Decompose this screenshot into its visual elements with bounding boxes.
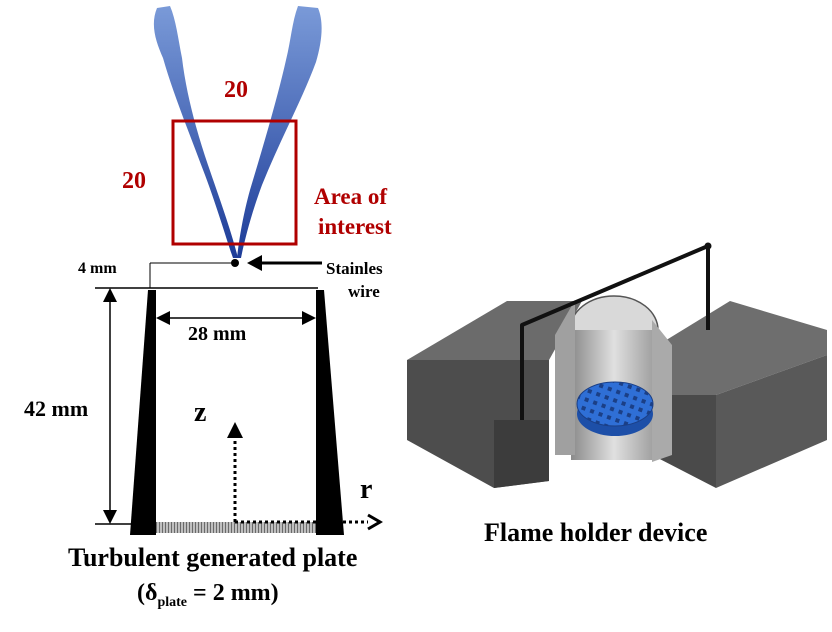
caption-subscript: plate xyxy=(157,594,188,610)
device-left-top xyxy=(407,301,582,360)
z-axis-label: z xyxy=(194,397,207,428)
flame-left-plume xyxy=(153,6,238,258)
device-right-top xyxy=(650,301,827,395)
flame-right-plume xyxy=(237,6,322,258)
wire-label-line2: wire xyxy=(348,282,380,301)
burner-caption-line2: (δplate = 2 mm) xyxy=(137,580,279,611)
width-arrow-left-head xyxy=(156,311,170,325)
width-label: 28 mm xyxy=(188,323,247,345)
r-axis-head xyxy=(367,513,383,531)
burner-left-wall xyxy=(130,290,156,535)
height-arrow-bottom-head xyxy=(103,510,117,524)
device-wire-joint xyxy=(704,242,712,250)
z-axis-head xyxy=(227,422,243,438)
gap-label: 4 mm xyxy=(78,260,117,277)
flame-dim-left: 20 xyxy=(122,168,146,194)
area-of-interest-label-line1: Area of xyxy=(314,184,388,209)
device-grid-plate xyxy=(576,381,654,427)
device-left-front-shade xyxy=(494,420,549,488)
area-of-interest-label-line2: interest xyxy=(318,214,392,239)
device-right-side xyxy=(716,355,827,488)
caption-delta: (δ xyxy=(137,580,158,606)
wire-label-line1: Stainles xyxy=(326,259,383,278)
device-caption: Flame holder device xyxy=(484,518,708,547)
height-arrow-top-head xyxy=(103,288,117,302)
burner-caption-line1: Turbulent generated plate xyxy=(68,543,358,572)
turbulent-plate xyxy=(156,522,316,533)
wire-arrow-head xyxy=(247,255,262,271)
caption-rest: = 2 mm) xyxy=(187,580,279,606)
area-of-interest-box xyxy=(171,119,298,246)
width-arrow-right-head xyxy=(302,311,316,325)
flame-holder-device xyxy=(407,242,827,488)
device-cavity-cut-right xyxy=(652,320,672,462)
flame-dim-top: 20 xyxy=(224,77,248,103)
r-axis-label: r xyxy=(360,474,373,505)
device-cavity-cut-left xyxy=(555,300,575,455)
burner-right-wall xyxy=(316,290,344,535)
height-label: 42 mm xyxy=(24,396,89,421)
wire-point xyxy=(231,259,239,267)
flame-plumes xyxy=(153,6,322,258)
device-wire-frame xyxy=(520,244,710,420)
